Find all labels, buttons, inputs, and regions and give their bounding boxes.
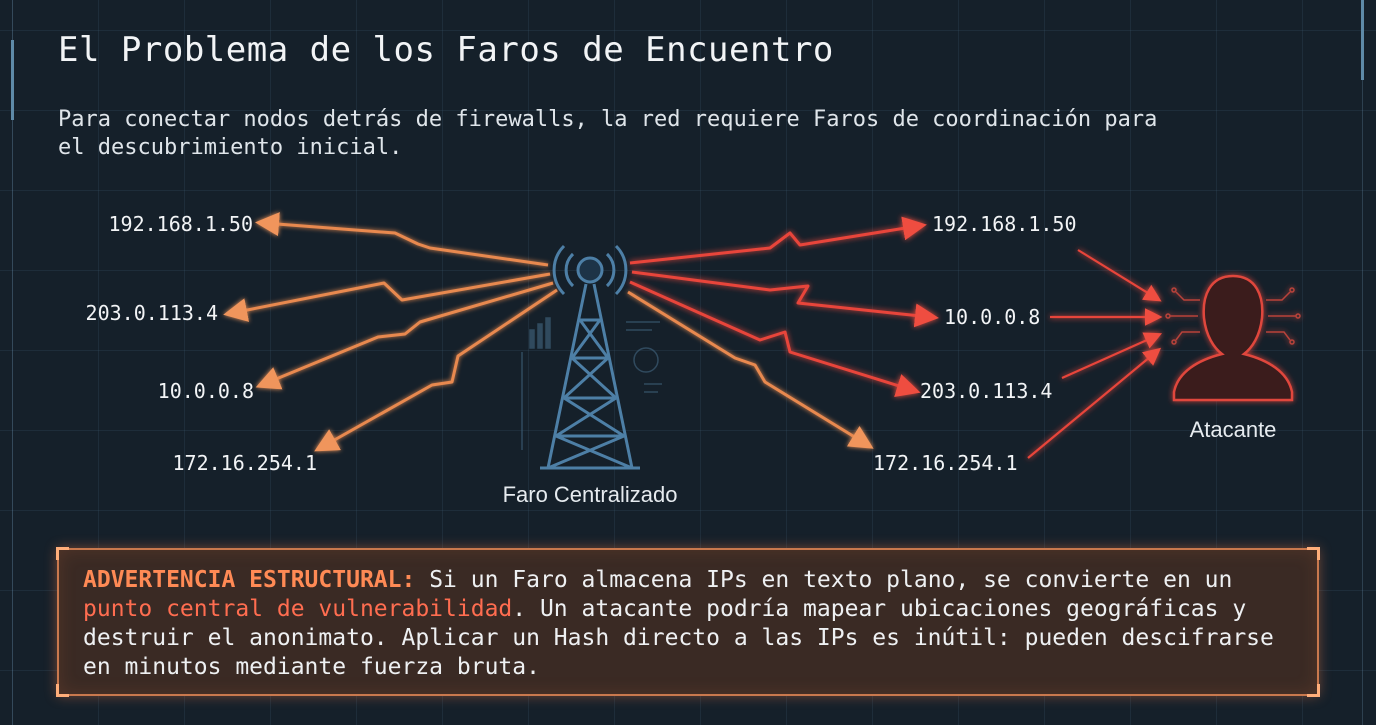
warning-box: ADVERTENCIA ESTRUCTURAL: Si un Faro alma… (56, 547, 1320, 697)
page-title: El Problema de los Faros de Encuentro (58, 30, 834, 70)
bolt-right-2 (631, 270, 939, 328)
beacon-diagram: 192.168.1.50 203.0.113.4 10.0.0.8 172.16… (86, 212, 1301, 507)
frame-left-tick (11, 40, 14, 120)
bolt-right-1 (629, 216, 927, 265)
subtitle: Para conectar nodos detrás de firewalls,… (58, 107, 1158, 160)
warning-highlight: punto central de vulnerabilidad (83, 596, 513, 622)
bolt-left-1 (255, 212, 549, 267)
frame-left-line (12, 0, 13, 725)
attacker-arrow-1 (1077, 249, 1162, 302)
corner-tl (56, 547, 69, 560)
right-ip-4: 172.16.254.1 (873, 451, 1018, 475)
bolt-left-4 (314, 288, 558, 452)
warning-heading: ADVERTENCIA ESTRUCTURAL: (83, 567, 416, 593)
bolt-left-2 (223, 272, 551, 322)
right-ip-3: 203.0.113.4 (920, 379, 1052, 403)
attacker-arrow-3 (1061, 332, 1163, 380)
bolt-right-3 (629, 280, 921, 397)
tower-icon (540, 244, 640, 470)
tower-label: Faro Centralizado (503, 482, 678, 507)
attacker-label: Atacante (1190, 417, 1277, 442)
corner-bl (56, 684, 69, 697)
left-ip-1: 192.168.1.50 (109, 212, 254, 236)
left-ip-3: 10.0.0.8 (158, 379, 254, 403)
frame-right-line (1362, 0, 1363, 725)
attacker-icon (1165, 274, 1301, 402)
bolt-left-3 (255, 281, 554, 390)
frame-right-tick (1361, 0, 1364, 80)
left-ip-4: 172.16.254.1 (173, 451, 318, 475)
bolt-right-4 (627, 290, 874, 449)
corner-br (1307, 684, 1320, 697)
attacker-arrow-4 (1027, 347, 1162, 459)
warning-text-2: . Un atacante podría mapear ubicaciones … (83, 596, 1274, 680)
right-ip-2: 10.0.0.8 (944, 305, 1040, 329)
hud-decoration (521, 317, 662, 450)
corner-tr (1307, 547, 1320, 560)
left-ip-2: 203.0.113.4 (86, 301, 218, 325)
right-ip-1: 192.168.1.50 (932, 212, 1077, 236)
warning-text-1: Si un Faro almacena IPs en texto plano, … (415, 567, 1233, 593)
